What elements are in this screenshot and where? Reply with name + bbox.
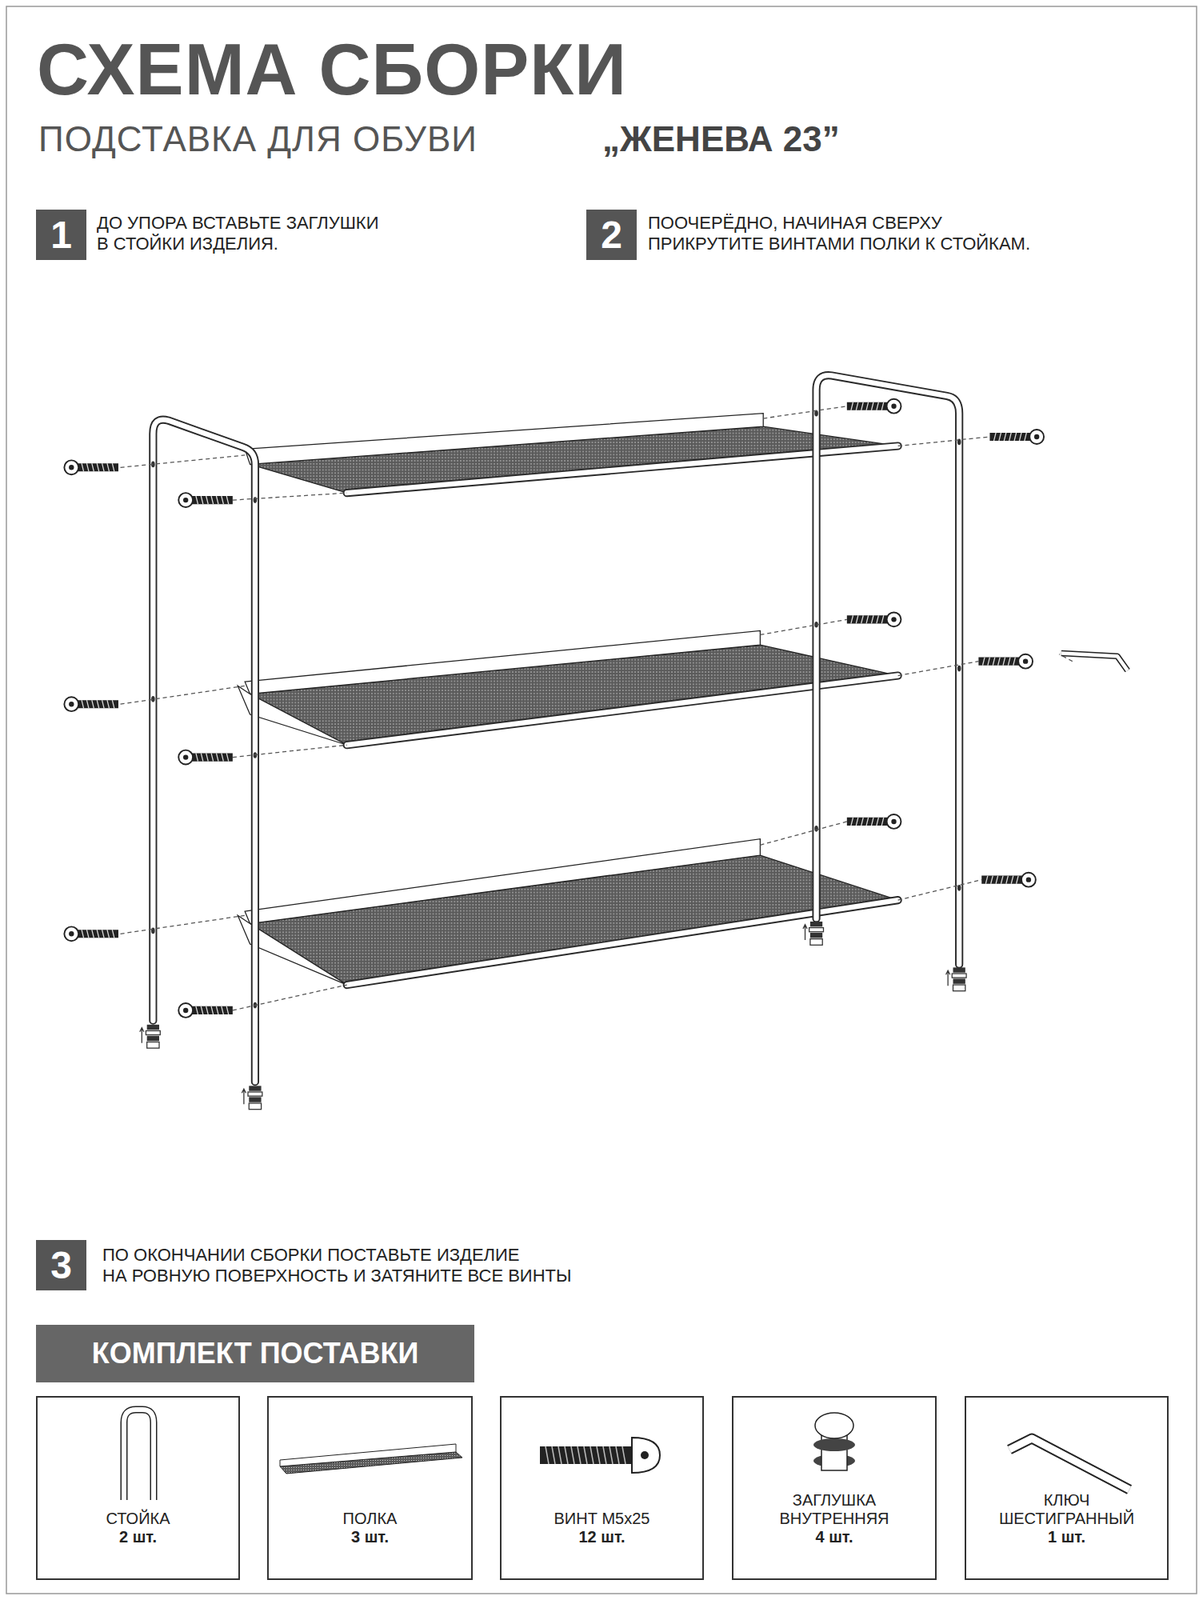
step-number: 3 xyxy=(35,1239,87,1291)
subtitle: ПОДСТАВКА ДЛЯ ОБУВИ xyxy=(38,118,478,161)
illustration-part xyxy=(63,926,119,941)
illustration-part xyxy=(978,654,1033,669)
illustration-part xyxy=(763,406,848,419)
illustration-part xyxy=(981,872,1036,888)
illustration-part xyxy=(123,1409,154,1500)
illustration-part xyxy=(898,879,983,901)
illustration-part xyxy=(178,1003,233,1018)
illustration-part xyxy=(898,436,991,446)
illustration-part xyxy=(813,1438,856,1451)
step-number-text: 2 xyxy=(600,212,623,257)
illustration-part xyxy=(946,967,968,991)
illustration-part xyxy=(120,915,246,934)
illustration-part xyxy=(178,750,233,765)
step-number-text: 1 xyxy=(50,212,72,257)
illustration-part xyxy=(631,1437,660,1473)
shelf-exploded-view xyxy=(63,375,1128,1110)
part-name: КЛЮЧШЕСТИГРАННЫЙ xyxy=(999,1490,1135,1528)
illustration-part xyxy=(815,1412,854,1439)
part-quantity: 1 шт. xyxy=(1047,1527,1086,1547)
illustration-part xyxy=(152,419,256,1083)
section-banner: КОМПЛЕКТ ПОСТАВКИ xyxy=(35,1324,475,1383)
step-number: 1 xyxy=(35,209,87,260)
illustration-part xyxy=(178,492,233,508)
illustration-part xyxy=(989,429,1044,444)
illustration-part xyxy=(1061,652,1128,671)
illustration-part xyxy=(1061,652,1128,671)
page-frame xyxy=(6,6,1197,1594)
part-name: ВИНТ М5x25 xyxy=(554,1509,651,1528)
illustration-part xyxy=(957,884,962,892)
illustration-part xyxy=(139,1024,161,1048)
part-name: ЗАГЛУШКАВНУТРЕННЯЯ xyxy=(779,1490,889,1528)
illustration-part xyxy=(957,665,962,672)
illustration-part xyxy=(847,611,902,627)
part-name: СТОЙКА xyxy=(105,1509,170,1528)
part-box: КЛЮЧШЕСТИГРАННЫЙ1 шт. xyxy=(964,1395,1169,1580)
illustration-part xyxy=(1009,1438,1130,1490)
illustration-part xyxy=(847,399,902,414)
illustration-part xyxy=(545,1446,626,1464)
illustration-part xyxy=(279,1443,456,1467)
part-box: ПОЛКА3 шт. xyxy=(267,1395,473,1580)
illustration-part xyxy=(63,459,119,475)
illustration-part xyxy=(152,419,256,1083)
page-title: СХЕМА СБОРКИ xyxy=(36,28,628,112)
part-box: ЗАГЛУШКАВНУТРЕННЯЯ4 шт. xyxy=(731,1395,937,1580)
step-text: ПООЧЕРЁДНО, НАЧИНАЯ СВЕРХУПРИКРУТИТЕ ВИН… xyxy=(647,212,1031,256)
illustration-part xyxy=(816,375,960,964)
illustration-part xyxy=(120,685,246,704)
illustration-part xyxy=(244,630,760,694)
step-number: 2 xyxy=(586,209,637,260)
step-text: ПО ОКОНЧАНИИ СБОРКИ ПОСТАВЬТЕ ИЗДЕЛИЕНА … xyxy=(102,1244,572,1287)
part-quantity: 3 шт. xyxy=(351,1527,389,1547)
illustration-part xyxy=(759,619,847,635)
illustration-part xyxy=(232,492,348,500)
part-icons xyxy=(123,1409,1130,1500)
illustration-part xyxy=(151,410,961,1009)
illustration-part xyxy=(640,1450,649,1459)
part-box: СТОЙКА2 шт. xyxy=(35,1395,240,1580)
illustration-part xyxy=(232,984,348,1011)
illustration-part xyxy=(123,1409,154,1500)
illustration-part xyxy=(539,1446,632,1464)
illustration-part xyxy=(898,661,980,676)
illustration-part xyxy=(151,927,156,935)
step-number-text: 3 xyxy=(50,1242,72,1287)
product-name: „ЖЕНЕВА 23” xyxy=(602,118,840,161)
part-name: ПОЛКА xyxy=(343,1509,398,1528)
illustration-part xyxy=(816,375,960,964)
illustration-part xyxy=(241,1085,263,1109)
illustration-part xyxy=(814,825,819,832)
step-text: ДО УПОРА ВСТАВЬТЕ ЗАГЛУШКИВ СТОЙКИ ИЗДЕЛ… xyxy=(96,212,379,256)
part-box: ВИНТ М5x2512 шт. xyxy=(499,1395,704,1580)
illustration-part xyxy=(244,413,764,465)
illustration-part xyxy=(759,821,847,845)
part-quantity: 4 шт. xyxy=(815,1527,854,1547)
illustration-part xyxy=(803,921,824,945)
illustration-part xyxy=(847,814,902,829)
illustration-part xyxy=(63,696,119,712)
part-quantity: 12 шт. xyxy=(578,1527,625,1547)
illustration-part xyxy=(253,496,258,504)
illustration-part xyxy=(244,839,760,924)
illustration-part xyxy=(232,744,348,757)
banner-text: КОМПЛЕКТ ПОСТАВКИ xyxy=(91,1336,420,1370)
illustration-part xyxy=(1009,1438,1130,1490)
part-quantity: 2 шт. xyxy=(119,1527,157,1547)
illustration-part xyxy=(120,455,246,468)
